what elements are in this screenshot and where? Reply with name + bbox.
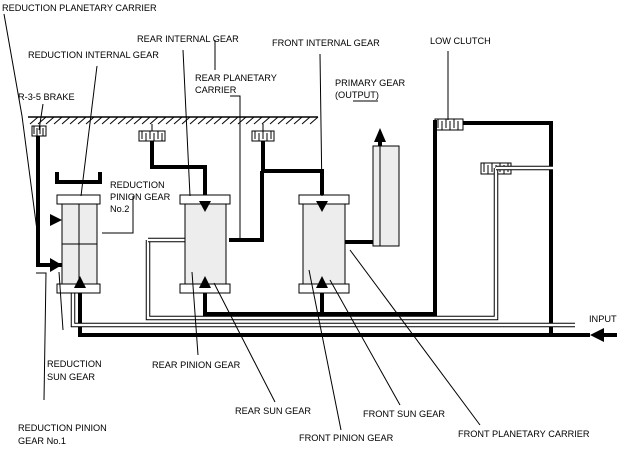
arrow-down-icon [199,201,211,212]
label-rear-planetary-carrier-line2: CARRIER [195,85,237,95]
label-reduction-pinion-no2-line2: PINION GEAR [110,192,171,202]
label-r35-brake: R-3-5 BRAKE [18,92,75,102]
arrow-up-icon [316,276,328,288]
label-low-clutch: LOW CLUTCH [430,36,491,46]
labels: REDUCTION PLANETARY CARRIER REDUCTION IN… [2,3,617,446]
arrow-down-icon [316,201,328,212]
arrow-right-icon [50,258,62,272]
label-front-pinion-gear: FRONT PINION GEAR [299,433,394,443]
label-reduction-pinion-no2-line1: REDUCTION [110,180,165,190]
label-input: INPUT [589,314,617,324]
label-primary-gear-line1: PRIMARY GEAR [335,78,405,88]
label-reduction-planetary-carrier: REDUCTION PLANETARY CARRIER [2,3,157,13]
label-rear-internal-gear: REAR INTERNAL GEAR [137,34,239,44]
reduction-planetary-set [56,194,101,294]
label-front-internal-gear: FRONT INTERNAL GEAR [272,38,380,48]
label-front-planetary-carrier: FRONT PLANETARY CARRIER [458,429,590,439]
label-reduction-internal-gear: REDUCTION INTERNAL GEAR [28,50,159,60]
primary-gear-output [372,145,400,247]
brake-symbol-3 [251,124,275,142]
input-arrow-icon [590,328,604,342]
leader-lines [3,13,481,431]
transmission-housing [28,116,319,125]
label-reduction-sun-gear-line1: REDUCTION [47,359,102,369]
label-primary-gear-line2: (OUTPUT) [335,90,379,100]
brake-symbol-2 [138,124,166,142]
label-reduction-sun-gear-line2: SUN GEAR [47,372,95,382]
arrow-up-icon [199,276,211,288]
low-clutch-symbol [434,118,464,131]
label-reduction-pinion-no1-line2: GEAR No.1 [18,436,66,446]
arrow-up-icon [74,276,86,288]
label-rear-pinion-gear: REAR PINION GEAR [152,360,241,370]
label-front-sun-gear: FRONT SUN GEAR [363,409,445,419]
front-planetary-set [298,194,350,294]
label-reduction-pinion-no2-line3: No.2 [110,204,129,214]
flow-arrows [50,128,617,342]
label-reduction-pinion-no1-line1: REDUCTION PINION [18,423,107,433]
label-rear-sun-gear: REAR SUN GEAR [235,406,311,416]
label-rear-planetary-carrier-line1: REAR PLANETARY [195,73,277,83]
arrow-up-icon [374,128,386,142]
shaft-lines [70,165,575,328]
arrow-right-icon [50,214,62,226]
